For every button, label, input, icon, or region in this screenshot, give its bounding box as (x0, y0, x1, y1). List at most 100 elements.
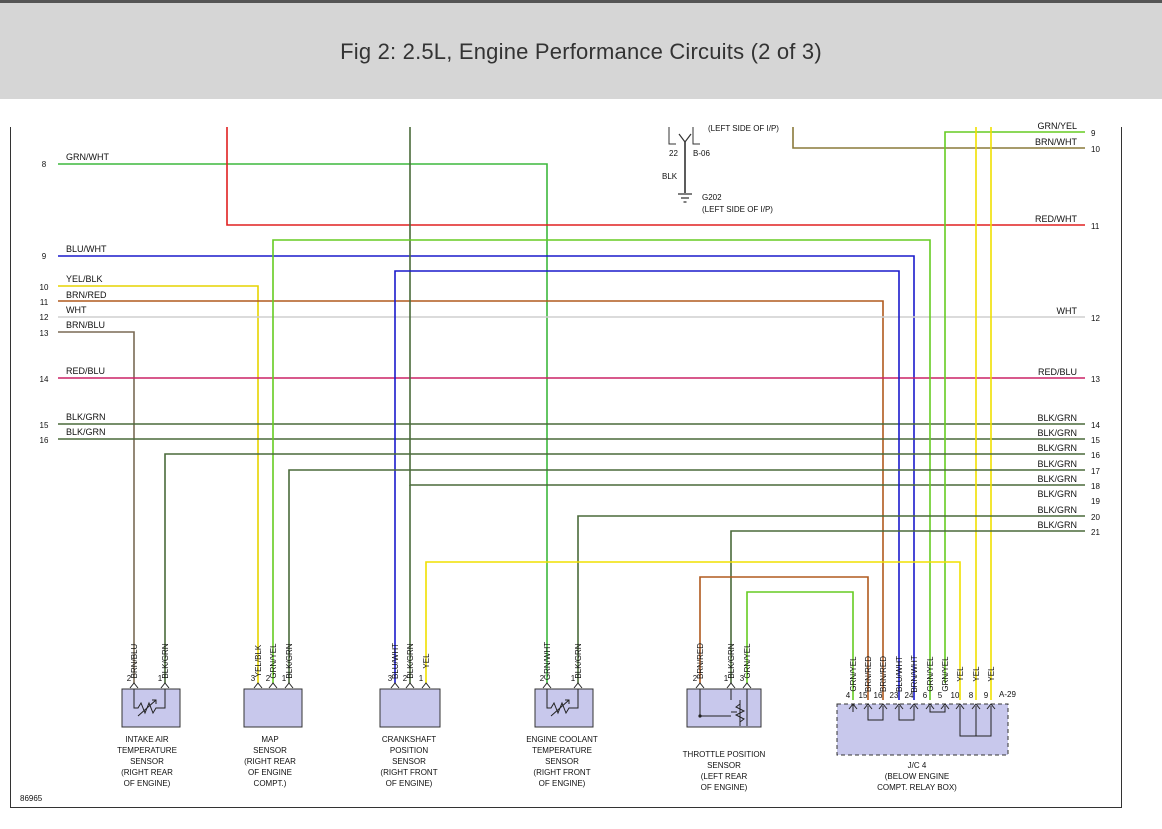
wire-label: YEL/BLK (66, 274, 103, 284)
wire-label: BLK/GRN (1037, 459, 1077, 469)
pin-wire-label: BRN/RED (696, 643, 705, 679)
wire-number: 11 (40, 298, 49, 307)
pin-number: 16 (874, 691, 883, 700)
wire-number: 12 (1091, 314, 1100, 323)
wire-label: BRN/RED (66, 290, 107, 300)
pin-number: 1 (724, 674, 729, 683)
wire-blk-grn (409, 127, 1085, 486)
pin-wire-label: BRN/RED (879, 656, 888, 692)
ground-connector: B-06 (693, 149, 710, 158)
sensor-label: (RIGHT REAR (244, 757, 296, 766)
junction-label: COMPT. RELAY BOX) (877, 783, 957, 792)
pin-wire-label: BLU/WHT (895, 656, 904, 692)
pin-number: 3 (388, 674, 393, 683)
wire-brn-blu (58, 331, 135, 683)
wire-number: 19 (1091, 497, 1100, 506)
wire-number: 13 (1091, 375, 1100, 384)
wire-label: BLK/GRN (1037, 413, 1077, 423)
pin-wire-label: BLK/GRN (285, 643, 294, 678)
page-title: Fig 2: 2.5L, Engine Performance Circuits… (340, 39, 822, 64)
sensor-label: OF ENGINE (248, 768, 292, 777)
pin-wire-label: YEL (422, 653, 431, 669)
pin-icon (909, 703, 919, 710)
pin-number: 4 (846, 691, 851, 700)
wire-blk-grn (164, 453, 1085, 683)
wire-number: 12 (40, 313, 49, 322)
sensor-label: TEMPERATURE (117, 746, 177, 755)
pin-icon (284, 682, 294, 689)
sensor-label: (RIGHT REAR (121, 768, 173, 777)
pin-number: 2 (403, 674, 408, 683)
wire-brn-red (699, 576, 869, 700)
pin-wire-label: GRN/YEL (941, 656, 950, 692)
pin-wire-label: BRN/BLU (130, 643, 139, 678)
pin-icon (925, 703, 935, 710)
ground-icon (678, 193, 692, 203)
pin-wire-label: GRN/YEL (743, 643, 752, 679)
sensor-label: (RIGHT FRONT (380, 768, 437, 777)
sensor-label: OF ENGINE) (539, 779, 586, 788)
wire-label: BLK/GRN (1037, 428, 1077, 438)
wire-label: BLU/WHT (66, 244, 107, 254)
sensor-label: (LEFT REAR (701, 772, 748, 781)
wire-number: 20 (1091, 513, 1100, 522)
sensor-label: POSITION (390, 746, 428, 755)
resistor-icon (734, 703, 746, 723)
pin-icon (971, 703, 981, 710)
wire-label: RED/BLU (66, 366, 105, 376)
wire-label: BRN/BLU (66, 320, 105, 330)
wire-label: BLK/GRN (1037, 443, 1077, 453)
pin-icon (726, 682, 736, 689)
pin-number: 2 (266, 674, 271, 683)
wire-number: 10 (1091, 145, 1100, 154)
wire-blu-wht (394, 270, 900, 700)
wire-label: BLK (662, 172, 678, 181)
pin-wire-label: BLK/GRN (727, 643, 736, 678)
pin-icon (129, 682, 139, 689)
pin-icon (421, 682, 431, 689)
pin-wire-label: BLK/GRN (574, 643, 583, 678)
wire-number: 13 (40, 329, 49, 338)
wire-number: 16 (40, 436, 49, 445)
pin-number: 10 (951, 691, 960, 700)
wire-number: 16 (1091, 451, 1100, 460)
pin-number: 3 (740, 674, 745, 683)
wire-blu-wht (58, 255, 915, 700)
junction-connector-body (836, 703, 1009, 756)
sensor-label: INTAKE AIR (125, 735, 169, 744)
wire-number: 15 (1091, 436, 1100, 445)
wire-brn-wht (792, 127, 1085, 149)
pin-icon (940, 703, 950, 710)
pin-number: 9 (984, 691, 989, 700)
sensor-body (686, 688, 762, 728)
wire-number: 17 (1091, 467, 1100, 476)
sensor-label: (RIGHT FRONT (533, 768, 590, 777)
wire-label: GRN/WHT (66, 152, 109, 162)
figure-id: 86965 (20, 794, 43, 803)
connector-frame (668, 127, 700, 145)
pin-icon (878, 703, 888, 710)
wire-label: GRN/YEL (1037, 121, 1077, 131)
connector-arrow-icon (678, 133, 692, 143)
sensor-label: CRANKSHAFT (382, 735, 436, 744)
pin-wire-label: GRN/WHT (543, 642, 552, 680)
sensor-body (379, 688, 441, 728)
junction-bus (852, 704, 992, 737)
wire-label: RED/BLU (1038, 367, 1077, 377)
pin-icon (268, 682, 278, 689)
pin-number: 3 (251, 674, 256, 683)
pin-icon (160, 682, 170, 689)
sensor-label: MAP (261, 735, 278, 744)
ground-location: (LEFT SIDE OF I/P) (702, 205, 773, 214)
sensor-body (243, 688, 303, 728)
sensor-label: SENSOR (253, 746, 287, 755)
header-bar: Fig 2: 2.5L, Engine Performance Circuits… (0, 0, 1162, 99)
wire-label: BLK/GRN (66, 427, 106, 437)
pin-number: 2 (540, 674, 545, 683)
wire-number: 9 (42, 252, 47, 261)
wire-number: 11 (1091, 222, 1100, 231)
thermistor-arrow-icon (550, 699, 570, 717)
pin-wire-label: BLK/GRN (161, 643, 170, 678)
pin-number: 8 (969, 691, 974, 700)
